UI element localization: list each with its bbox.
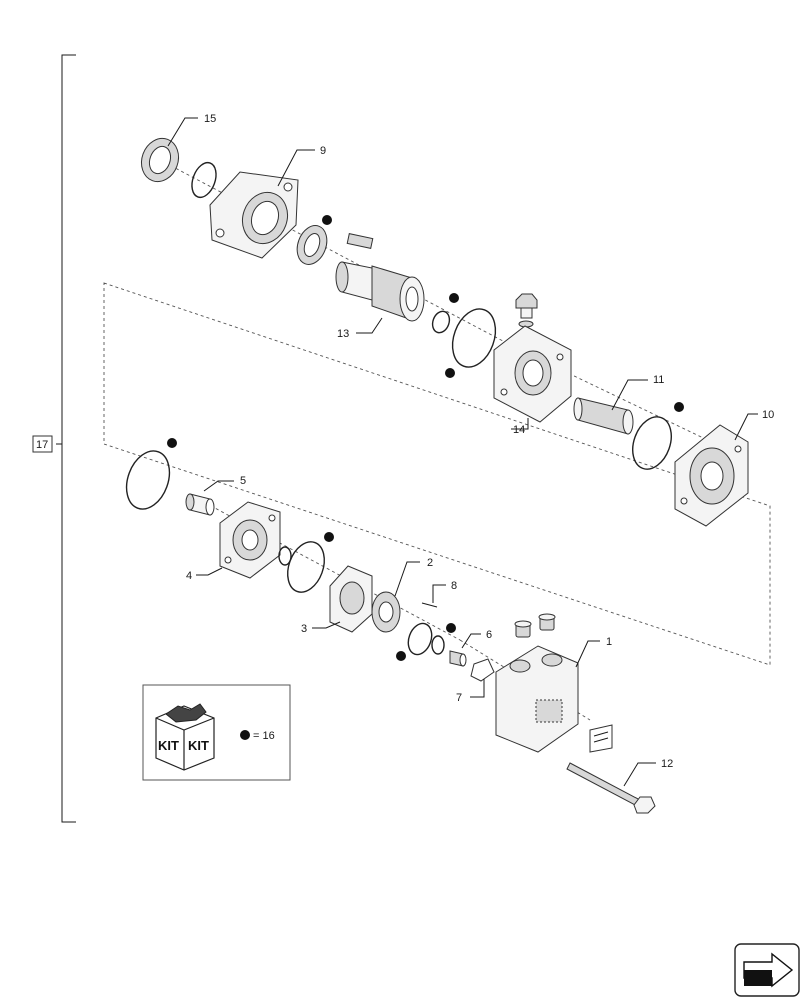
kit-dot xyxy=(445,368,455,378)
kit-dot xyxy=(167,438,177,448)
callout-11: 11 xyxy=(653,374,664,386)
assembly-ref-label: 17 xyxy=(36,439,48,451)
part-snap-ring xyxy=(278,546,292,566)
part-oring-6b xyxy=(431,635,445,655)
kit-dot xyxy=(449,293,459,303)
legend-equals-text: = 16 xyxy=(253,730,275,742)
next-page-button[interactable] xyxy=(734,943,800,997)
callout-10: 10 xyxy=(762,409,774,421)
part-8-pin xyxy=(421,602,438,608)
kit-dot xyxy=(446,623,456,633)
part-seal-shaft xyxy=(296,225,328,265)
part-14-plate xyxy=(493,325,572,423)
kit-dot xyxy=(396,651,406,661)
part-6-spool xyxy=(449,650,467,667)
kit-word-right: KIT xyxy=(188,738,209,753)
kit-box-icon: KIT KIT xyxy=(155,703,215,771)
kit-dot xyxy=(674,402,684,412)
callout-9: 9 xyxy=(320,145,326,157)
legend-dot-icon xyxy=(240,730,250,740)
part-7-seal xyxy=(470,658,495,682)
part-1-body xyxy=(495,645,579,753)
callout-5: 5 xyxy=(240,475,246,487)
kit-dot xyxy=(324,532,334,542)
callout-8: 8 xyxy=(451,580,457,592)
callout-7: 7 xyxy=(456,692,462,704)
kit-legend: KIT KIT = 16 xyxy=(142,684,291,781)
callout-2: 2 xyxy=(427,557,433,569)
part-12-bolt xyxy=(566,762,656,814)
part-washer xyxy=(431,310,451,334)
callout-3: 3 xyxy=(301,623,307,635)
part-oring-left xyxy=(125,450,171,510)
callout-4: 4 xyxy=(186,570,192,582)
assembly-bracket: 17 xyxy=(32,54,76,823)
callout-14: 14 xyxy=(513,424,525,436)
part-oring-large xyxy=(451,308,497,368)
part-2-disc xyxy=(371,591,401,633)
callout-15: 15 xyxy=(204,113,216,125)
group-outline xyxy=(103,282,771,666)
part-9-flange xyxy=(209,171,299,259)
part-label-tag xyxy=(589,724,613,753)
part-15-seal xyxy=(140,137,180,183)
part-3-housing xyxy=(329,565,373,633)
part-oring-10 xyxy=(632,416,672,470)
callout-13: 13 xyxy=(337,328,349,340)
callout-12: 12 xyxy=(661,758,673,770)
part-5-sleeve xyxy=(185,493,215,516)
callout-1: 1 xyxy=(606,636,612,648)
part-oring-6a xyxy=(407,622,433,656)
part-key xyxy=(346,233,374,249)
arrow-next-icon xyxy=(743,952,794,988)
part-caps xyxy=(514,613,556,638)
kit-dot xyxy=(322,215,332,225)
part-10-gerotor xyxy=(674,424,749,527)
part-oring-upper xyxy=(191,161,217,199)
part-4-flange xyxy=(219,501,281,579)
kit-word-left: KIT xyxy=(158,738,179,753)
part-13-shaft xyxy=(335,261,425,322)
callout-6: 6 xyxy=(486,629,492,641)
part-11-spline-shaft xyxy=(573,397,634,435)
part-oring-mid xyxy=(287,541,325,593)
